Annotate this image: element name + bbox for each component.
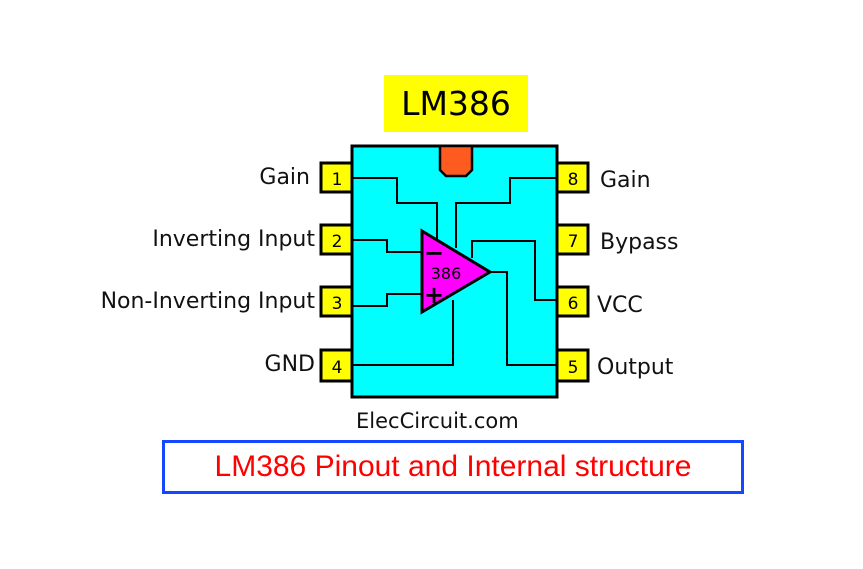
pin-5: 5: [555, 348, 590, 383]
pin-1: 1: [319, 161, 354, 194]
pin-2: 2: [319, 223, 354, 256]
pin-label-6: VCC: [597, 293, 643, 318]
pin-number: 3: [332, 294, 343, 314]
pin-7: 7: [555, 223, 590, 256]
pin-number: 6: [568, 294, 579, 314]
trace-gnd: [352, 300, 454, 366]
pin-4: 4: [319, 348, 354, 383]
trace-pin3: [352, 293, 422, 307]
trace-pin2: [352, 239, 422, 253]
opamp-plus: +: [424, 281, 444, 309]
pin-label-2: Inverting Input: [152, 227, 315, 252]
pin-number: 4: [332, 358, 343, 378]
website-label: ElecCircuit.com: [356, 409, 519, 433]
pin-3: 3: [319, 285, 354, 318]
pin-label-8: Gain: [600, 168, 651, 193]
trace-pin1: [352, 177, 438, 240]
caption-text: LM386 Pinout and Internal structure: [214, 450, 692, 483]
trace-pin7: [471, 240, 557, 301]
pin-6: 6: [555, 285, 590, 318]
pin-number: 1: [332, 170, 343, 190]
pin-label-3: Non-Inverting Input: [100, 289, 315, 314]
pin-number: 2: [332, 232, 343, 252]
pin-label-5: Output: [597, 355, 674, 380]
opamp-label: 386: [431, 264, 462, 283]
pin-8: 8: [555, 161, 590, 194]
pin-label-7: Bypass: [600, 230, 679, 255]
trace-pin8: [455, 177, 557, 248]
opamp-minus: −: [424, 239, 444, 267]
pin-label-4: GND: [264, 352, 315, 377]
pin-label-1: Gain: [259, 165, 310, 190]
chip-title: LM386: [384, 75, 528, 132]
pin-number: 8: [568, 170, 579, 190]
caption-box: LM386 Pinout and Internal structure: [162, 440, 744, 494]
opamp-triangle: [420, 228, 493, 315]
chip-body: [350, 144, 559, 399]
pin-number: 5: [568, 358, 579, 378]
internal-traces: [352, 177, 557, 366]
chip-notch: [438, 144, 474, 178]
trace-output: [490, 271, 557, 366]
pin-number: 7: [568, 232, 579, 252]
